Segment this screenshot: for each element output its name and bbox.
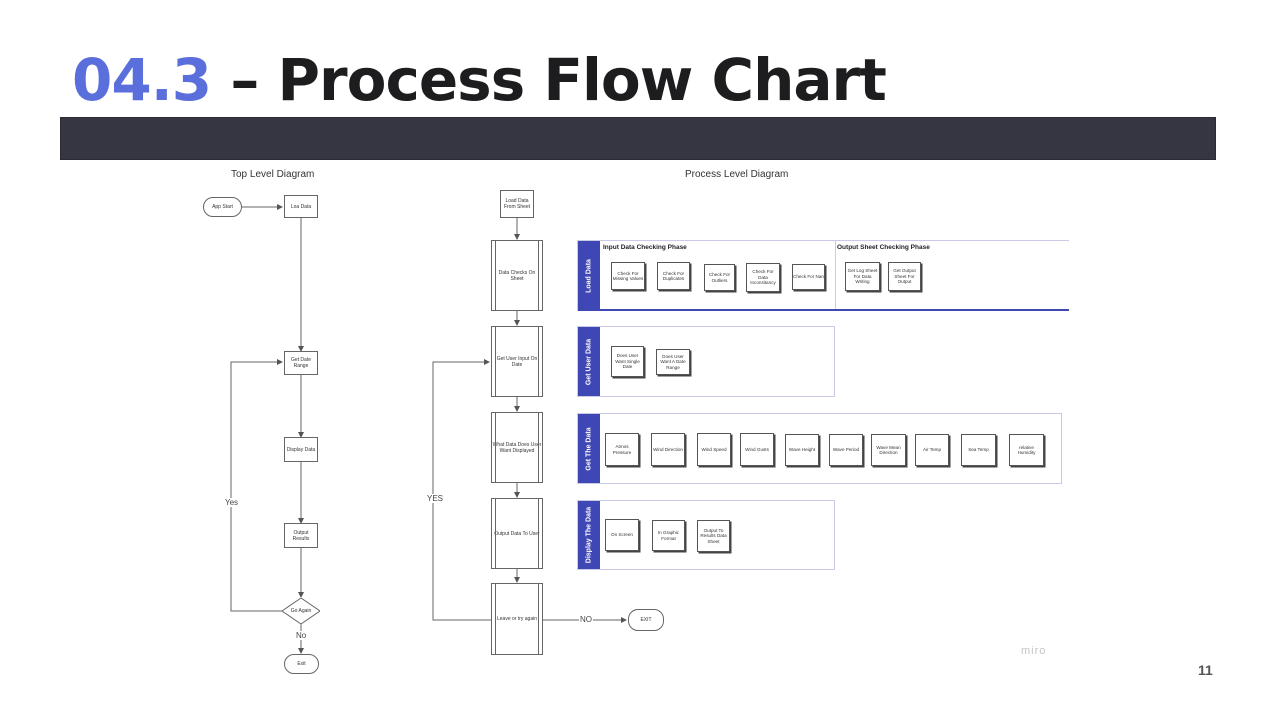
wave-mean-direction: Wave Mean Direction [871,434,906,466]
process-yes-label: YES [426,494,445,503]
app-start-node: App Start [203,197,242,217]
header-bar [60,117,1216,160]
input-phase-title: Input Data Checking Phase [603,244,687,251]
on-screen-option: On Screen [605,519,639,551]
check-nan: Check For Nan [792,264,825,290]
wind-gusts: Wind Gusts [740,433,774,466]
phase-divider [835,241,836,310]
air-temp: Air Temp [915,434,949,466]
output-data-node: Output Data To User [491,498,543,569]
panel-bottom-line [578,309,1069,311]
single-date-option: Does User Want Single Date [611,346,644,377]
get-output-sheet: Get Output Sheet For Output [888,262,921,291]
wave-period: Wave Period [829,434,863,466]
wind-direction: Wind Direction [651,433,685,466]
exit-node: Exit [284,654,319,674]
yes-label: Yes [224,498,240,507]
display-the-data-side-label: Display The Data [578,501,600,569]
decision-diamond-shape [282,598,320,624]
graphic-format-option: In Graphic Format [652,520,685,551]
miro-watermark: miro [1021,645,1047,657]
leave-or-try-node: Leave or try again [491,583,543,655]
go-again-label: Go Again [290,608,312,614]
no-label: No [295,631,308,640]
get-log-sheet: Get Log Sheet For Data Writing [845,262,880,291]
load-data-side-label: Load Data [578,241,600,310]
load-data-node: Loa Data [284,195,318,218]
title-number: 04.3 [72,46,212,114]
what-data-node: What Data Does User Want Displayed [491,412,543,483]
page-number: 11 [1198,662,1213,678]
wind-speed: Wind Speed [697,433,731,466]
results-sheet-option: Output To Results Data Sheet [697,520,730,552]
load-data-from-sheet-node: Load Data From Sheet [500,190,534,218]
check-duplicates: Check For Duplicates [657,262,690,290]
get-the-data-side-label: Get The Data [578,414,600,483]
sea-temp: Sea Temp [961,434,996,466]
get-date-range-node: Get Date Range [284,351,318,375]
date-range-option: Does User Want A Date Range [656,349,690,375]
display-data-node: Display Data [284,437,318,462]
top-level-heading: Top Level Diagram [231,169,315,180]
wave-height: Wave Height [785,434,819,466]
get-user-input-node: Get User Input On Date [491,326,543,397]
slide-title: 04.3 – Process Flow Chart [72,44,887,116]
get-user-data-side-label: Get User Data [578,327,600,396]
title-text: – Process Flow Chart [230,46,887,114]
process-no-label: NO [579,615,593,624]
relative-humidity: relative Humidity [1009,434,1044,466]
atmos-pressure: Atmos Pressure [605,433,639,466]
data-checks-node: Data Checks On Sheet [491,240,543,311]
process-level-heading: Process Level Diagram [685,169,789,180]
process-exit-node: EXIT [628,609,664,631]
check-outliers: Check For Outliers [704,264,735,291]
check-missing-values: Check For Missing Values [611,262,645,290]
go-again-decision: Go Again [282,598,320,624]
get-user-data-panel: Get User Data [577,326,835,397]
output-results-node: Output Results [284,523,318,548]
check-data-inconsistency: Check For Data Inconsitancy [746,263,780,292]
output-phase-title: Output Sheet Checking Phase [837,244,930,251]
